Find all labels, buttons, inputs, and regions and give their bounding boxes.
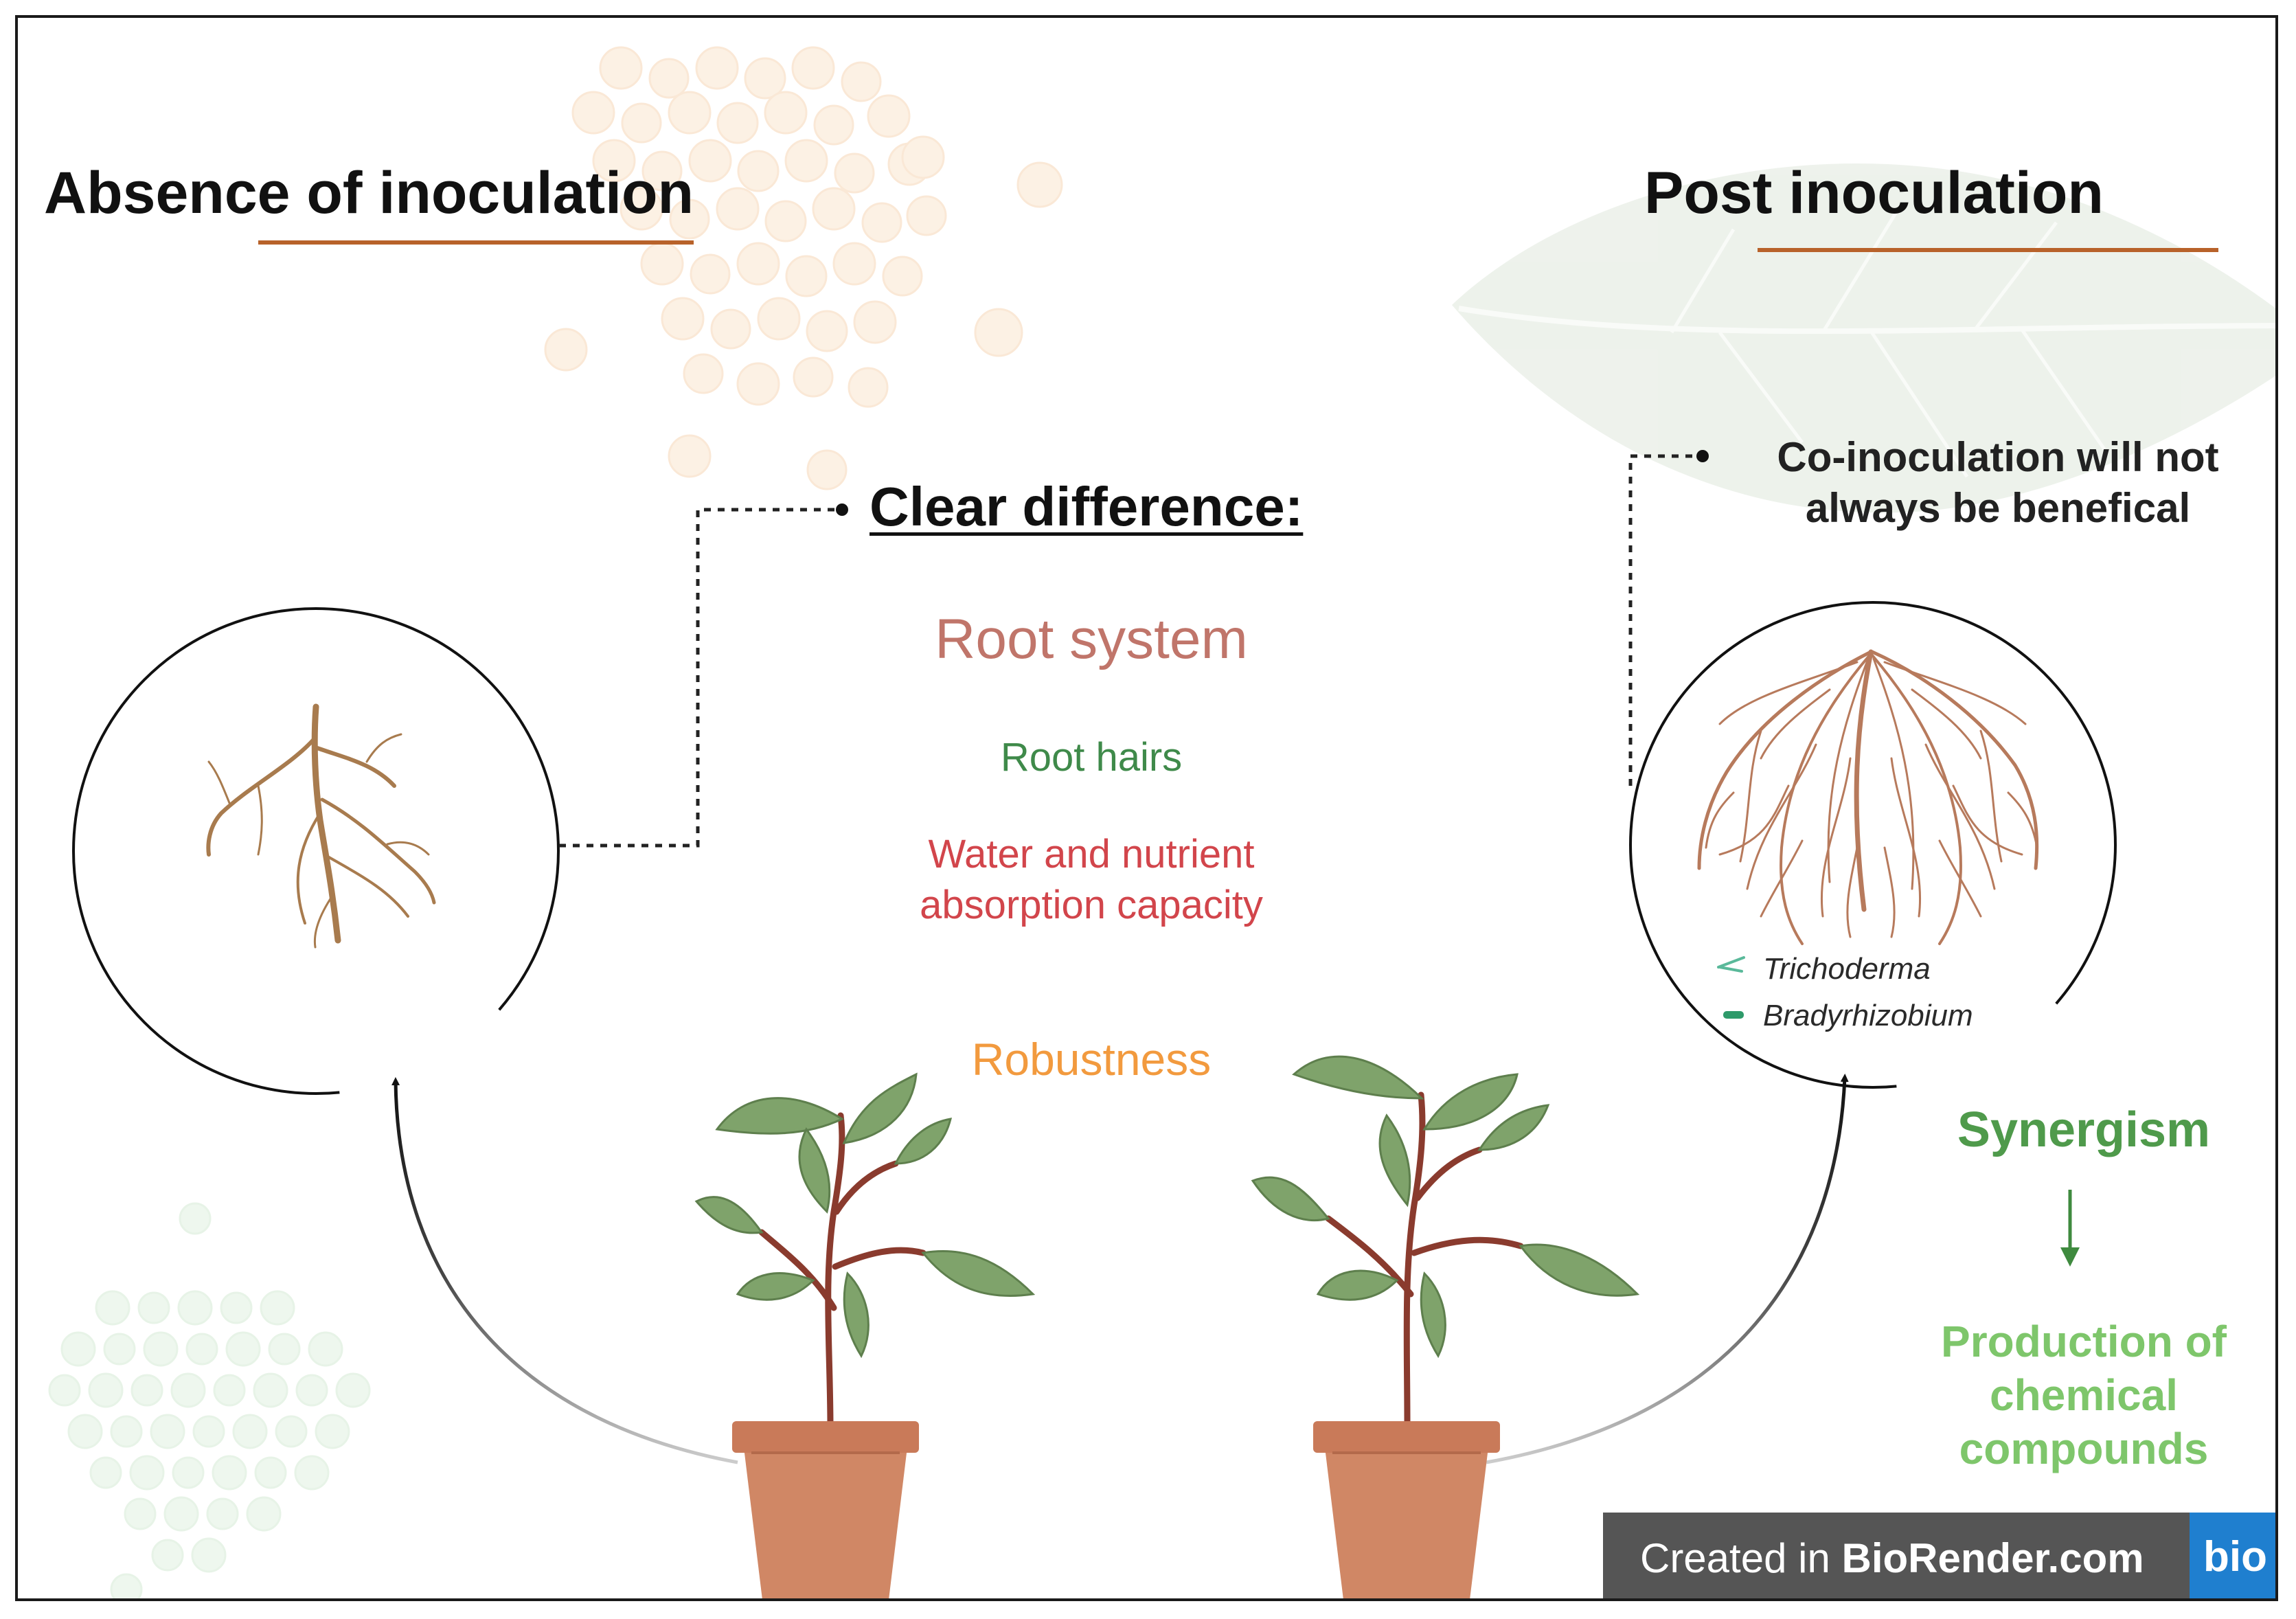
plant-pot-left [694, 1072, 1036, 1598]
title-absence-of-inoculation: Absence of inoculation [44, 160, 694, 226]
synergism-label: Synergism [1957, 1102, 2211, 1157]
connector-left-dot [836, 503, 848, 516]
dense-root-icon [1697, 649, 2039, 945]
production-chemical-compounds-label: Production of chemical compounds [1941, 1317, 2227, 1473]
biorender-badge-text: Created in BioRender.com [1640, 1535, 2144, 1582]
difference-root-system: Root system [935, 608, 1248, 670]
plant-stem [758, 1112, 927, 1431]
diagram-scene: Absence of inoculation Post inoculation … [18, 18, 2275, 1598]
badge-prefix: Created in [1640, 1535, 1842, 1581]
biorender-logo-icon: bio [2190, 1513, 2275, 1598]
co-inoculation-note: Co-inoculation will not always be benefi… [1777, 434, 2219, 531]
clear-difference-heading: Clear difference: [869, 476, 1304, 537]
difference-root-hairs: Root hairs [1000, 735, 1183, 780]
trichoderma-hypha-icon [1717, 956, 1745, 973]
title-post-inoculation: Post inoculation [1644, 160, 2104, 226]
pot [732, 1421, 919, 1598]
arrow-pot-to-right-circle [1486, 1074, 1849, 1464]
synergism-arrow [2060, 1190, 2080, 1267]
legend-bradyrhizobium-label: Bradyrhizobium [1763, 999, 1973, 1032]
arrow-pot-to-left-circle [391, 1077, 738, 1464]
connector-right-dot [1696, 450, 1709, 462]
figure-frame: Absence of inoculation Post inoculation … [15, 15, 2278, 1601]
difference-water-nutrient-absorption: Water and nutrient absorption capacity [920, 832, 1263, 927]
plant-pot-right [1251, 1055, 1640, 1598]
diagram-graphics [48, 46, 2275, 1598]
root-circle-right [1629, 601, 2117, 1089]
legend-trichoderma-label: Trichoderma [1763, 952, 1931, 986]
background-cell-cluster-top [544, 46, 1063, 490]
connector-left [559, 508, 839, 848]
badge-brand: BioRender.com [1841, 1535, 2144, 1581]
difference-robustness: Robustness [971, 1034, 1212, 1085]
biorender-badge[interactable]: Created in BioRender.com bio [1603, 1513, 2275, 1598]
connector-right [1628, 454, 1696, 786]
sparse-root-icon [206, 703, 436, 949]
bradyrhizobium-rod-icon [1723, 1011, 1744, 1019]
background-cell-cluster-bottom [48, 1202, 371, 1598]
root-circle-left [72, 607, 560, 1095]
